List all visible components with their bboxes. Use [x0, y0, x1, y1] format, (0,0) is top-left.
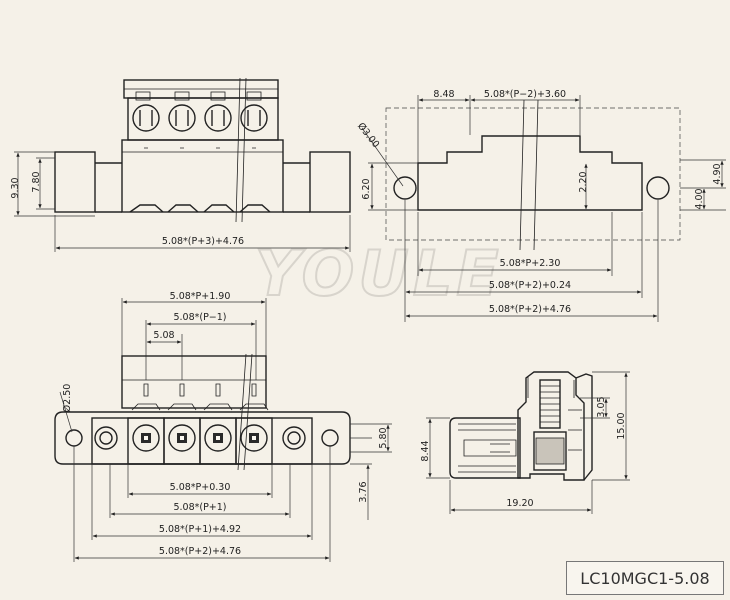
mount-hole-left [393, 176, 417, 200]
dim-hole-250: Ø2.50 [62, 384, 73, 413]
dim-p030: 5.08*P+0.30 [170, 482, 231, 493]
dim-p190: 5.08*P+1.90 [170, 291, 231, 302]
dim-pitch: 5.08 [153, 330, 174, 341]
dim-height-inner: 7.80 [31, 171, 42, 192]
dim-height-outer: 9.30 [10, 177, 21, 198]
left-flange [54, 151, 96, 213]
dim-pm1: 5.08*(P−1) [173, 312, 226, 323]
dim-hole-300: Ø3.00 [355, 121, 381, 150]
dim-400: 4.00 [694, 188, 705, 209]
dim-305: 3.05 [596, 396, 607, 417]
dim-1920: 19.20 [506, 498, 533, 509]
mount-hole-left [65, 429, 83, 447]
dim-844: 8.44 [420, 440, 431, 461]
top-left-view: 5.08*(P+3)+4.76 9.30 7.80 [10, 77, 351, 252]
dim-p2-024: 5.08*(P+2)+0.24 [489, 280, 571, 291]
dim-p1: 5.08*(P+1) [173, 502, 226, 513]
right-flange [309, 151, 351, 213]
dim-1500: 15.00 [616, 412, 627, 439]
dim-width: 5.08*(P+3)+4.76 [162, 236, 244, 247]
dim-p230: 5.08*P+2.30 [500, 258, 561, 269]
dim-220: 2.20 [578, 171, 589, 192]
screw-row-top-left [132, 91, 268, 132]
part-number-label: LC10MGC1-5.08 [566, 561, 724, 595]
top-right-view: 8.48 5.08*(P−2)+3.60 Ø3.00 6.20 2.20 4.9… [355, 89, 726, 322]
dim-p1-492: 5.08*(P+1)+4.92 [159, 524, 241, 535]
dim-620: 6.20 [361, 178, 372, 199]
dim-top: 5.08*(P−2)+3.60 [484, 89, 566, 100]
dim-p2-476: 5.08*(P+2)+4.76 [489, 304, 571, 315]
mount-hole-right [646, 176, 670, 200]
dim-p2-476-bottom: 5.08*(P+2)+4.76 [159, 546, 241, 557]
side-view: 3.05 15.00 8.44 19.20 [420, 371, 630, 514]
terminal-row [127, 417, 273, 465]
bottom-left-view: 5.08*P+1.90 5.08*(P−1) 5.08 Ø2.50 [54, 291, 392, 562]
dim-376: 3.76 [358, 481, 369, 502]
dim-580: 5.80 [378, 427, 389, 448]
dim-490: 4.90 [712, 163, 723, 184]
mount-hole-right [321, 429, 339, 447]
dim-848: 8.48 [433, 89, 454, 100]
